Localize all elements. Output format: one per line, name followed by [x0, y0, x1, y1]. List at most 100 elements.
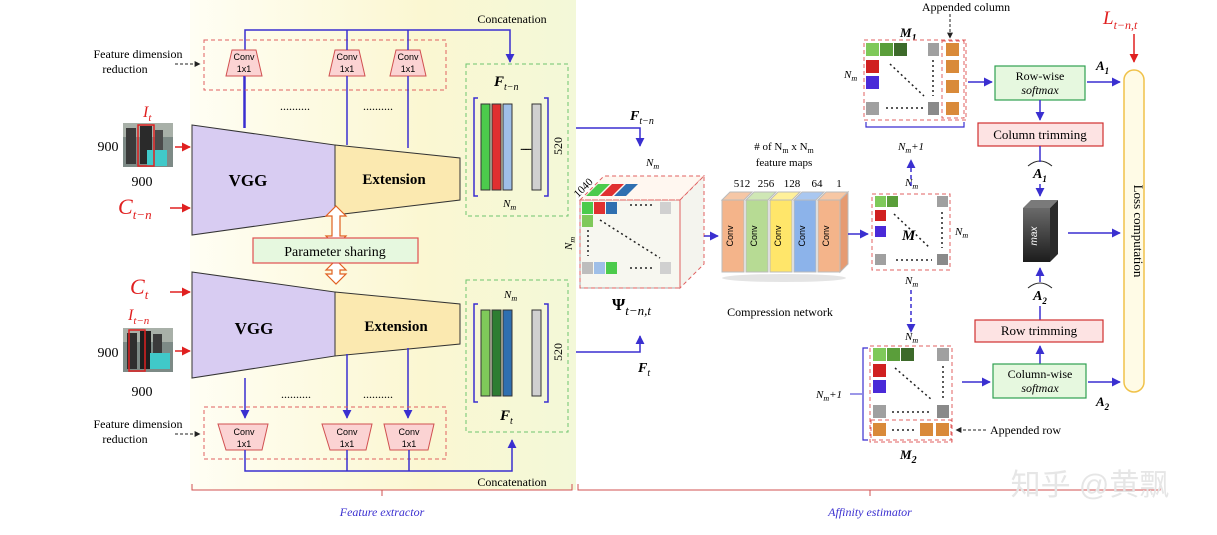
nm-plus1-M1: Nm+1	[897, 141, 924, 155]
size-top-height: 900	[132, 175, 153, 190]
vgg-bottom-label: VGG	[235, 319, 274, 338]
f-tn-label: Ft−n	[493, 74, 519, 93]
svg-text:Conv: Conv	[397, 52, 419, 62]
psi-top-cells	[586, 184, 638, 196]
max-block: max	[1023, 200, 1058, 262]
appended-row-label: Appended row	[990, 423, 1061, 437]
affinity-estimator-label: Affinity estimator	[827, 505, 912, 519]
loss-computation-label: Loss computation	[1131, 185, 1146, 278]
cn-layer-2: Conv	[744, 191, 778, 273]
appended-column-label: Appended column	[922, 0, 1010, 14]
parameter-sharing: Parameter sharing	[252, 205, 419, 285]
img-top-label: It	[142, 104, 152, 124]
svg-text:Conv: Conv	[336, 427, 358, 437]
nm-M-top: Nm	[904, 177, 918, 191]
nm-top: Nm	[502, 198, 516, 212]
ch-512: 512	[734, 178, 751, 190]
nm-M1-left: Nm	[843, 69, 857, 83]
psi-label: Ψt−n,t	[612, 295, 651, 318]
dim-520-top: 520	[551, 137, 565, 155]
matrix-M: Nm M Nm Nm	[871, 159, 968, 333]
svg-text:1x1: 1x1	[402, 439, 417, 449]
cn-layer-3: Conv	[768, 191, 802, 273]
svg-text:Conv: Conv	[233, 427, 255, 437]
bottom-branch: Ct It−n 900 900 VGG Extension ..........…	[94, 271, 650, 489]
f-tn-right-label: Ft−n	[629, 109, 654, 127]
svg-text:1x1: 1x1	[401, 64, 416, 74]
extension-top	[334, 144, 461, 216]
row-softmax-sub: softmax	[1021, 83, 1059, 97]
column-trimming-label: Column trimming	[993, 127, 1087, 142]
nm-plus1-M2: Nm+1	[815, 389, 842, 403]
dots-bottom-2: ..........	[363, 387, 393, 401]
A2-hat-label: A2	[1032, 289, 1047, 306]
dim-520-bottom: 520	[551, 343, 565, 361]
image-frame-top	[123, 123, 173, 167]
image-frame-bottom	[123, 328, 173, 372]
svg-text:Conv: Conv	[725, 225, 735, 247]
nm-psi-top: Nm	[645, 157, 659, 171]
ch-256: 256	[758, 178, 775, 190]
section-braces: Feature extractor Affinity estimator	[191, 484, 1161, 519]
row-softmax-label: Row-wise	[1016, 69, 1065, 83]
cn-layer-4: Conv	[792, 191, 826, 273]
extension-bottom	[334, 291, 461, 357]
size-bottom-height: 900	[132, 385, 153, 400]
svg-text:Conv: Conv	[821, 225, 831, 247]
conv-bottom-2: Conv 1x1	[321, 423, 373, 451]
top-branch: Concatenation Feature dimension reductio…	[94, 12, 654, 236]
f-t-label: Ft	[499, 408, 513, 427]
feature-box-top	[465, 63, 569, 217]
conv-top-1: Conv 1x1	[225, 49, 263, 77]
f-t-right-label: Ft	[637, 361, 650, 379]
svg-text:Conv: Conv	[797, 225, 807, 247]
svg-text:Conv: Conv	[773, 225, 783, 247]
M1-label: M1	[899, 25, 917, 44]
nm-M2-top: Nm	[904, 331, 918, 345]
nm-M-right: Nm	[954, 226, 968, 240]
A1-label: A1	[1095, 58, 1109, 76]
dots-bottom-1: ..........	[281, 387, 311, 401]
feat-dim-top-line1: Feature dimension	[94, 47, 183, 61]
conv-bottom-1: Conv 1x1	[217, 423, 269, 451]
conv-bottom-3: Conv 1x1	[383, 423, 435, 451]
svg-text:Conv: Conv	[336, 52, 358, 62]
feature-box-bottom	[465, 279, 569, 433]
img-bottom-label: It−n	[127, 307, 150, 327]
svg-text:Conv: Conv	[398, 427, 420, 437]
svg-text:Conv: Conv	[233, 52, 255, 62]
nm-M-bottom: Nm	[904, 275, 918, 289]
vgg-top-label: VGG	[229, 171, 268, 190]
size-bottom-width: 900	[98, 346, 119, 361]
dots-top-2: ..........	[363, 99, 393, 113]
feat-dim-top-line2: reduction	[102, 62, 147, 76]
M-label: M	[901, 228, 916, 244]
row-trimming-box	[974, 319, 1104, 343]
loss-computation-box	[1123, 69, 1145, 393]
M2-label: M2	[899, 447, 917, 466]
concat-bottom-label: Concatenation	[477, 475, 546, 489]
concat-top-label: Concatenation	[477, 12, 546, 26]
nm-psi-left: Nm	[563, 237, 577, 251]
svg-text:..........: ..........	[520, 142, 532, 153]
ch-128: 128	[784, 178, 801, 190]
svg-text:1x1: 1x1	[340, 64, 355, 74]
row-trimming-label: Row trimming	[1001, 323, 1078, 338]
feature-dim-reduction-bottom	[203, 406, 447, 460]
c-top-label: Ct−n	[118, 194, 152, 222]
extension-bottom-label: Extension	[364, 319, 428, 335]
svg-text:Conv: Conv	[749, 225, 759, 247]
parameter-sharing-box	[252, 237, 419, 264]
cn-layer-1: Conv	[720, 191, 754, 273]
parameter-sharing-label: Parameter sharing	[284, 245, 385, 260]
concat-top-arrow	[244, 29, 515, 128]
svg-text:max: max	[1029, 226, 1040, 246]
A2-label: A2	[1095, 394, 1110, 412]
row-softmax-box	[994, 65, 1086, 101]
dots-top-1: ..........	[280, 99, 310, 113]
size-top-width: 900	[98, 140, 119, 155]
A1-hat-label: A1	[1032, 167, 1047, 184]
nm-bottom: Nm	[503, 289, 517, 303]
ch-1: 1	[836, 178, 842, 190]
ch-64: 64	[812, 178, 824, 190]
